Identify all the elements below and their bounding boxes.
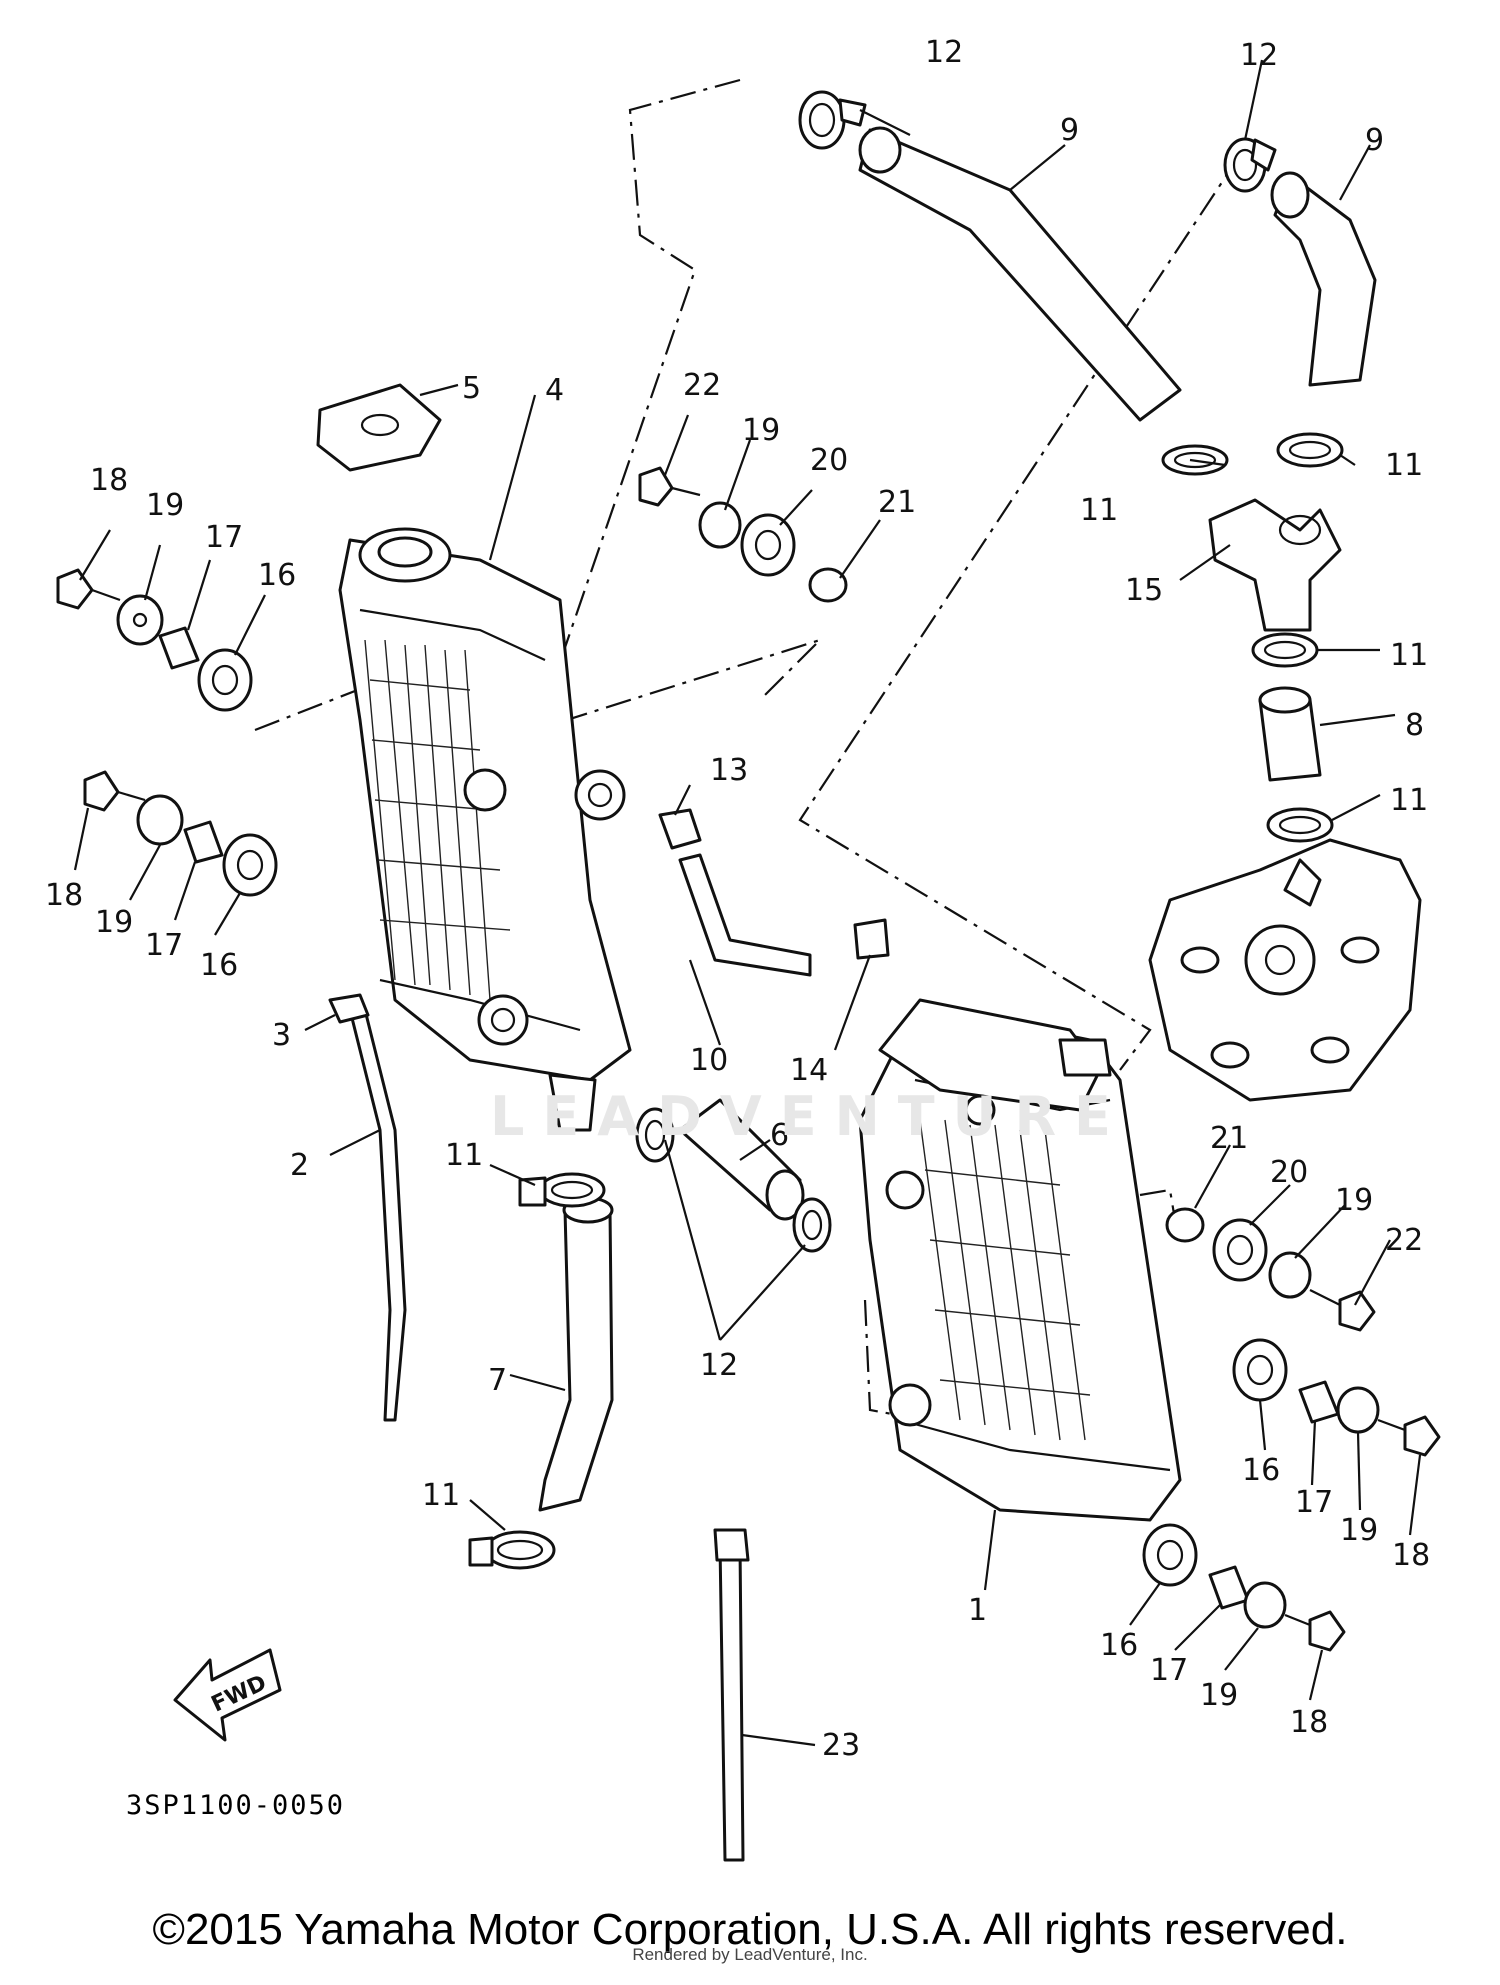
mount-hardware-upper-left — [56, 568, 253, 712]
callout-19: 19 — [95, 905, 133, 940]
radiator-cap — [316, 383, 442, 472]
callout-13: 13 — [710, 753, 748, 788]
callout-4: 4 — [545, 373, 564, 408]
hose-clamp-12-lower-b — [792, 1197, 832, 1253]
callout-2: 2 — [290, 1148, 309, 1183]
callout-17: 17 — [145, 928, 183, 963]
callout-16: 16 — [200, 948, 238, 983]
assembly-line-right-hose — [798, 154, 1241, 1071]
callout-22: 22 — [683, 368, 721, 403]
hose-fitting — [1208, 498, 1342, 632]
hose-clamp-11-c — [1251, 632, 1319, 668]
callout-numbers: 12 12 9 9 5 4 22 19 20 21 18 19 17 16 18… — [45, 35, 1430, 1763]
assembly-line-upper-hose — [538, 78, 741, 721]
callout-12: 12 — [1240, 38, 1278, 73]
callout-7: 7 — [488, 1363, 507, 1398]
callout-20: 20 — [1270, 1155, 1308, 1190]
right-radiator — [858, 998, 1182, 1522]
watermark: LEADVENTURE — [490, 1085, 1129, 1148]
rendered-by-notice: Rendered by LeadVenture, Inc. — [632, 1945, 868, 1964]
callout-11: 11 — [1390, 638, 1428, 673]
mount-hardware-top-center — [638, 466, 848, 603]
callout-14: 14 — [790, 1053, 828, 1088]
callout-19: 19 — [742, 413, 780, 448]
callout-9: 9 — [1060, 113, 1079, 148]
callout-15: 15 — [1125, 573, 1163, 608]
leader-lines — [73, 59, 1422, 1747]
hose-clamp-11-f — [468, 1530, 556, 1570]
callout-5: 5 — [462, 371, 481, 406]
callout-11: 11 — [445, 1138, 483, 1173]
callout-21: 21 — [1210, 1121, 1248, 1156]
callout-18: 18 — [45, 878, 83, 913]
callout-19: 19 — [146, 488, 184, 523]
upper-hose-left — [858, 126, 1182, 422]
hose-clamp-11-d — [1266, 807, 1334, 843]
callout-12: 12 — [700, 1348, 738, 1383]
callout-16: 16 — [258, 558, 296, 593]
overflow-tube — [348, 1008, 407, 1422]
callout-17: 17 — [1295, 1485, 1333, 1520]
callout-16: 16 — [1242, 1453, 1280, 1488]
copyright-notice: ©2015 Yamaha Motor Corporation, U.S.A. A… — [152, 1905, 1348, 1954]
callout-18: 18 — [90, 463, 128, 498]
hose-clamp-14 — [853, 918, 890, 960]
clip — [328, 993, 370, 1024]
hose-clamp-12-top-right — [1223, 137, 1277, 193]
callout-19: 19 — [1340, 1513, 1378, 1548]
hose-clamp-12-lower-a — [635, 1107, 675, 1163]
callout-18: 18 — [1392, 1538, 1430, 1573]
callout-3: 3 — [272, 1018, 291, 1053]
callout-11: 11 — [422, 1478, 460, 1513]
lower-hose-left — [538, 1208, 614, 1512]
short-hose — [1258, 686, 1322, 782]
hose-clamp-13 — [658, 808, 702, 850]
callout-8: 8 — [1405, 708, 1424, 743]
upper-hose-right — [1270, 171, 1377, 387]
callout-23: 23 — [822, 1728, 860, 1763]
mount-hardware-right-middle — [1232, 1338, 1441, 1457]
hose-clamp-11-e — [518, 1172, 606, 1208]
callout-22: 22 — [1385, 1223, 1423, 1258]
callout-11: 11 — [1385, 448, 1423, 483]
callout-21: 21 — [878, 485, 916, 520]
breather-hose — [678, 853, 812, 977]
mount-hardware-right-lower — [1142, 1523, 1346, 1652]
callout-16: 16 — [1100, 1628, 1138, 1663]
cylinder-head — [1148, 838, 1422, 1102]
callout-12: 12 — [925, 35, 963, 70]
callout-17: 17 — [205, 520, 243, 555]
mount-hardware-right-upper — [1165, 1207, 1376, 1332]
left-radiator — [338, 527, 632, 1132]
fwd-arrow-icon: FWD — [173, 1648, 282, 1742]
hose-clamp-12-top-left — [798, 90, 867, 150]
diagram-code: 3SP1100-0050 — [126, 1790, 346, 1821]
mount-hardware-lower-left — [83, 770, 278, 897]
callout-18: 18 — [1290, 1705, 1328, 1740]
callout-17: 17 — [1150, 1653, 1188, 1688]
callout-19: 19 — [1200, 1678, 1238, 1713]
callout-11: 11 — [1080, 493, 1118, 528]
callout-6: 6 — [770, 1118, 789, 1153]
callout-19: 19 — [1335, 1183, 1373, 1218]
callout-1: 1 — [968, 1593, 987, 1628]
callout-20: 20 — [810, 443, 848, 478]
callout-11: 11 — [1390, 783, 1428, 818]
band-strap — [713, 1528, 750, 1862]
callout-10: 10 — [690, 1043, 728, 1078]
callout-9: 9 — [1365, 123, 1384, 158]
lower-hose-right-end — [765, 1169, 805, 1221]
hose-clamp-11-b — [1276, 432, 1344, 468]
assembly-line-right-mount — [1139, 1188, 1177, 1221]
